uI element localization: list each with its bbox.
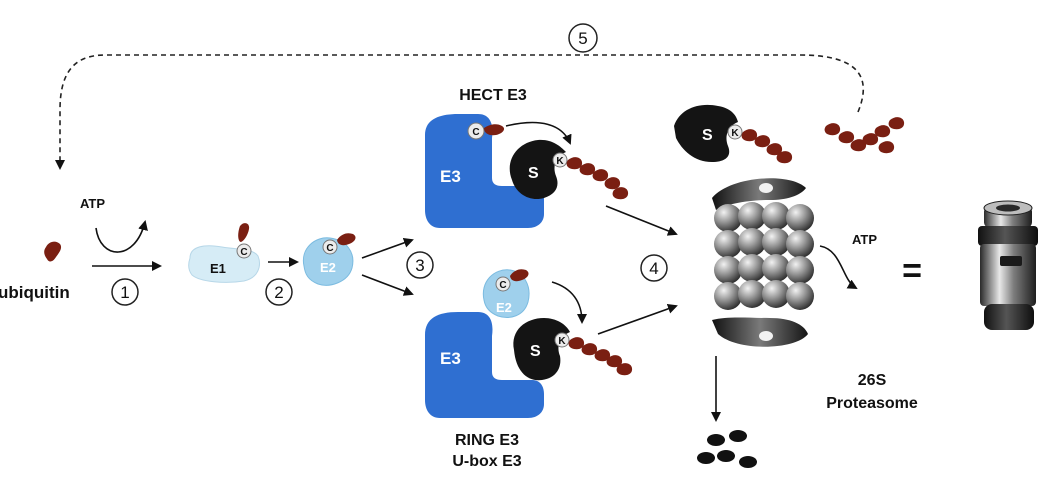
arrow-e2-to-ring: [361, 274, 414, 296]
arrow-hect-to-proteasome: [605, 205, 678, 236]
proteasome-core-balls: [714, 202, 814, 310]
svg-text:C: C: [499, 280, 506, 291]
e2-enzyme: E2 C: [302, 233, 356, 286]
degraded-peptides: [697, 430, 757, 468]
svg-text:3: 3: [415, 256, 424, 275]
equals-sign: =: [902, 252, 922, 290]
ubiquitin-label: ubiquitin: [0, 283, 70, 302]
atp-consumption-curve: [819, 245, 858, 289]
svg-text:5: 5: [578, 29, 587, 48]
proteasome-bound-substrate: S K: [674, 104, 793, 164]
svg-text:C: C: [326, 243, 333, 254]
svg-text:S: S: [528, 165, 539, 182]
svg-text:C: C: [472, 127, 479, 138]
arrow-e2-to-hect: [361, 238, 414, 259]
step-5-marker: 5: [568, 23, 598, 53]
atp-label-right: ATP: [852, 232, 877, 247]
e1-enzyme: E1 C: [188, 223, 260, 283]
svg-text:4: 4: [649, 259, 658, 278]
svg-text:E2: E2: [496, 300, 512, 315]
ring-e2-enzyme: E2 C: [482, 269, 587, 324]
atp-hydrolysis-curve: [95, 220, 148, 253]
step-2-marker: 2: [265, 278, 293, 306]
svg-text:C: C: [240, 247, 247, 258]
svg-text:S: S: [702, 127, 713, 144]
svg-text:K: K: [731, 128, 739, 139]
svg-text:S: S: [530, 343, 541, 360]
svg-text:E1: E1: [210, 261, 226, 276]
step-4-marker: 4: [640, 254, 668, 282]
svg-text:K: K: [558, 336, 566, 347]
recycle-loop-arrow: [55, 54, 865, 170]
svg-text:2: 2: [274, 283, 283, 302]
proteasome-26s-label: 26S: [858, 372, 887, 389]
free-ubiquitin-icon: [44, 241, 62, 262]
atp-label-left: ATP: [80, 196, 105, 211]
proteasome-label: Proteasome: [826, 395, 918, 412]
ubox-e3-label: U-box E3: [452, 453, 521, 470]
svg-text:E2: E2: [320, 260, 336, 275]
step-1-marker: 1: [111, 278, 139, 306]
arrow-ring-to-proteasome: [597, 303, 678, 335]
ring-substrate: S K: [513, 318, 633, 381]
hect-substrate: S K: [509, 139, 629, 200]
hect-e3-label: HECT E3: [459, 87, 527, 104]
svg-text:K: K: [556, 156, 564, 167]
svg-text:1: 1: [120, 283, 129, 302]
svg-text:E3: E3: [440, 349, 461, 368]
released-ubiquitin-chain: [824, 117, 905, 154]
ring-e3-label: RING E3: [455, 432, 519, 449]
hect-e3-enzyme: E3 C: [425, 114, 572, 228]
ring-e3-enzyme: E3: [425, 312, 544, 418]
proteasome-26s: [712, 178, 814, 347]
step-3-marker: 3: [406, 251, 434, 279]
garbage-disposal-icon: [978, 200, 1038, 330]
svg-text:E3: E3: [440, 167, 461, 186]
